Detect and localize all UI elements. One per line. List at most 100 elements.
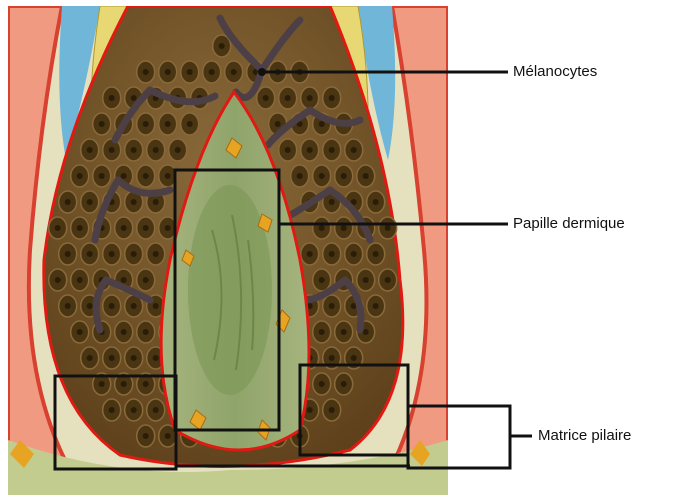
cell-nucleus (109, 251, 115, 257)
cell-nucleus (263, 95, 269, 101)
cell-nucleus (87, 251, 93, 257)
cell-nucleus (319, 225, 325, 231)
cell-nucleus (87, 355, 93, 361)
cell-nucleus (319, 277, 325, 283)
cell-nucleus (121, 381, 127, 387)
cell-nucleus (65, 199, 71, 205)
cell-nucleus (55, 277, 61, 283)
cell-nucleus (209, 69, 215, 75)
papilla-core (188, 185, 272, 395)
cell-nucleus (99, 381, 105, 387)
cell-nucleus (363, 329, 369, 335)
cell-nucleus (143, 173, 149, 179)
cell-nucleus (329, 199, 335, 205)
cell-nucleus (143, 381, 149, 387)
cell-nucleus (373, 251, 379, 257)
cell-nucleus (329, 303, 335, 309)
cell-nucleus (153, 407, 159, 413)
cell-nucleus (131, 303, 137, 309)
cell-nucleus (99, 173, 105, 179)
cell-nucleus (87, 199, 93, 205)
cell-nucleus (307, 147, 313, 153)
cell-nucleus (165, 225, 171, 231)
cell-nucleus (341, 225, 347, 231)
cell-nucleus (275, 121, 281, 127)
cell-nucleus (121, 329, 127, 335)
cell-nucleus (329, 95, 335, 101)
label-melanocytes: Mélanocytes (513, 63, 597, 80)
label-matrice-pilaire: Matrice pilaire (538, 427, 631, 444)
cell-nucleus (341, 173, 347, 179)
cell-nucleus (131, 199, 137, 205)
cell-nucleus (329, 251, 335, 257)
cell-nucleus (143, 277, 149, 283)
cell-nucleus (77, 329, 83, 335)
cell-nucleus (219, 43, 225, 49)
cell-nucleus (109, 95, 115, 101)
cell-nucleus (131, 251, 137, 257)
cell-nucleus (143, 69, 149, 75)
cell-nucleus (143, 225, 149, 231)
cell-nucleus (77, 173, 83, 179)
cell-nucleus (65, 303, 71, 309)
cell-nucleus (329, 407, 335, 413)
cell-nucleus (341, 381, 347, 387)
cell-nucleus (65, 251, 71, 257)
cell-nucleus (131, 355, 137, 361)
cell-nucleus (307, 407, 313, 413)
cell-nucleus (329, 147, 335, 153)
cell-nucleus (385, 277, 391, 283)
cell-nucleus (175, 147, 181, 153)
cell-nucleus (77, 225, 83, 231)
cell-nucleus (131, 147, 137, 153)
cell-nucleus (307, 95, 313, 101)
cell-nucleus (385, 225, 391, 231)
cell-nucleus (165, 121, 171, 127)
cell-nucleus (351, 147, 357, 153)
cell-nucleus (153, 303, 159, 309)
cell-nucleus (153, 355, 159, 361)
cell-nucleus (373, 303, 379, 309)
cell-nucleus (121, 173, 127, 179)
cell-nucleus (165, 433, 171, 439)
cell-nucleus (297, 173, 303, 179)
cell-nucleus (319, 121, 325, 127)
cell-nucleus (187, 69, 193, 75)
cell-nucleus (131, 95, 137, 101)
cell-nucleus (143, 121, 149, 127)
cell-nucleus (153, 251, 159, 257)
cell-nucleus (363, 173, 369, 179)
cell-nucleus (165, 173, 171, 179)
cell-nucleus (143, 329, 149, 335)
cell-nucleus (351, 251, 357, 257)
cell-nucleus (109, 355, 115, 361)
cell-nucleus (153, 199, 159, 205)
cell-nucleus (307, 251, 313, 257)
melanocyte-point (258, 68, 266, 76)
cell-nucleus (153, 147, 159, 153)
cell-nucleus (351, 355, 357, 361)
cell-nucleus (131, 407, 137, 413)
cell-nucleus (121, 225, 127, 231)
follicle-illustration (8, 6, 448, 495)
cell-nucleus (109, 147, 115, 153)
cell-nucleus (87, 303, 93, 309)
cell-nucleus (363, 277, 369, 283)
cell-nucleus (319, 381, 325, 387)
cell-nucleus (143, 433, 149, 439)
cell-nucleus (99, 121, 105, 127)
cell-nucleus (329, 355, 335, 361)
cell-nucleus (319, 329, 325, 335)
cell-nucleus (109, 407, 115, 413)
cell-nucleus (121, 277, 127, 283)
cell-nucleus (87, 147, 93, 153)
cell-nucleus (285, 147, 291, 153)
label-papille-dermique: Papille dermique (513, 215, 625, 232)
cell-nucleus (341, 329, 347, 335)
cell-nucleus (231, 69, 237, 75)
cell-nucleus (109, 303, 115, 309)
cell-nucleus (187, 121, 193, 127)
cell-nucleus (55, 225, 61, 231)
cell-nucleus (165, 69, 171, 75)
cell-nucleus (319, 173, 325, 179)
